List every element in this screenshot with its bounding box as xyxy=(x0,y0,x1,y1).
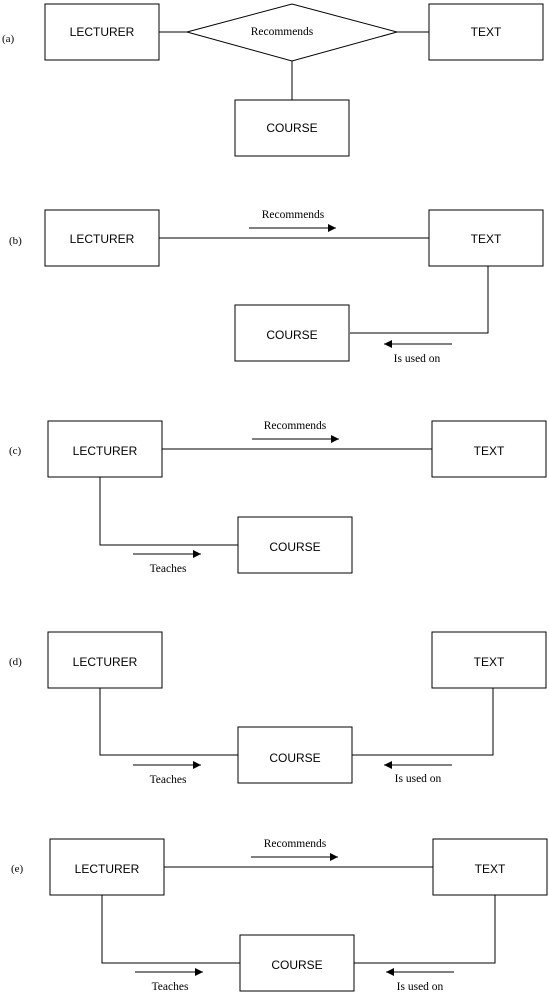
entity-label: TEXT xyxy=(475,862,506,876)
entity-label: LECTURER xyxy=(70,232,135,246)
lecturer-entity: LECTURER xyxy=(44,209,160,267)
relationship-label: Is used on xyxy=(397,981,444,993)
text-entity: TEXT xyxy=(432,838,548,896)
panel-tag: (e) xyxy=(11,863,24,875)
entity-label: LECTURER xyxy=(73,655,138,669)
entity-label: LECTURER xyxy=(75,862,140,876)
panel-tag: (a) xyxy=(2,33,15,45)
relationship-label: Recommends xyxy=(262,209,325,221)
relationship-label: Is used on xyxy=(395,773,442,785)
recommends-relationship-diamond: Recommends xyxy=(185,3,399,62)
entity-label: LECTURER xyxy=(70,25,135,39)
panel-d: (d) Teaches Is used on LECTURER TEXT COU… xyxy=(9,631,547,786)
panel-tag: (d) xyxy=(9,656,22,668)
connector-line xyxy=(354,895,496,964)
text-entity: TEXT xyxy=(431,420,547,478)
entity-label: COURSE xyxy=(266,328,317,342)
panel-b: (b) Recommends Is used on LECTURER TEXT … xyxy=(9,209,544,365)
connector-line xyxy=(352,688,494,756)
lecturer-entity: LECTURER xyxy=(47,631,163,689)
entity-label: TEXT xyxy=(471,25,502,39)
lecturer-entity: LECTURER xyxy=(44,3,160,61)
panel-a: (a) LECTURER Recommends TEXT COURSE xyxy=(2,3,544,157)
relationship-label: Teaches xyxy=(150,563,187,575)
panel-tag: (c) xyxy=(9,445,22,457)
relationship-label: Teaches xyxy=(150,774,187,786)
connector-line xyxy=(99,688,238,756)
relationship-label: Recommends xyxy=(264,420,327,432)
panel-e: (e) Recommends Teaches Is used on LECTUR… xyxy=(11,838,548,993)
panel-tag: (b) xyxy=(9,235,22,247)
panel-c: (c) Recommends Teaches LECTURER TEXT COU… xyxy=(9,420,547,575)
entity-label: TEXT xyxy=(474,655,505,669)
text-entity: TEXT xyxy=(428,209,544,267)
entity-label: LECTURER xyxy=(73,444,138,458)
course-entity: COURSE xyxy=(237,726,353,784)
connector-line xyxy=(99,477,238,546)
relationship-label: Is used on xyxy=(394,353,441,365)
entity-label: COURSE xyxy=(271,958,322,972)
course-entity: COURSE xyxy=(239,934,355,992)
entity-label: COURSE xyxy=(269,540,320,554)
relationship-label: Recommends xyxy=(251,26,314,38)
lecturer-entity: LECTURER xyxy=(47,420,163,478)
text-entity: TEXT xyxy=(431,631,547,689)
course-entity: COURSE xyxy=(237,516,353,574)
entity-label: COURSE xyxy=(266,121,317,135)
text-entity: TEXT xyxy=(428,3,544,61)
course-entity: COURSE xyxy=(234,99,350,157)
entity-label: COURSE xyxy=(269,751,320,765)
lecturer-entity: LECTURER xyxy=(49,838,165,896)
connector-line xyxy=(350,266,489,334)
entity-label: TEXT xyxy=(474,444,505,458)
entity-label: TEXT xyxy=(471,232,502,246)
relationship-label: Recommends xyxy=(264,838,327,850)
course-entity: COURSE xyxy=(234,304,350,362)
connector-line xyxy=(101,895,240,964)
relationship-label: Teaches xyxy=(152,981,189,993)
